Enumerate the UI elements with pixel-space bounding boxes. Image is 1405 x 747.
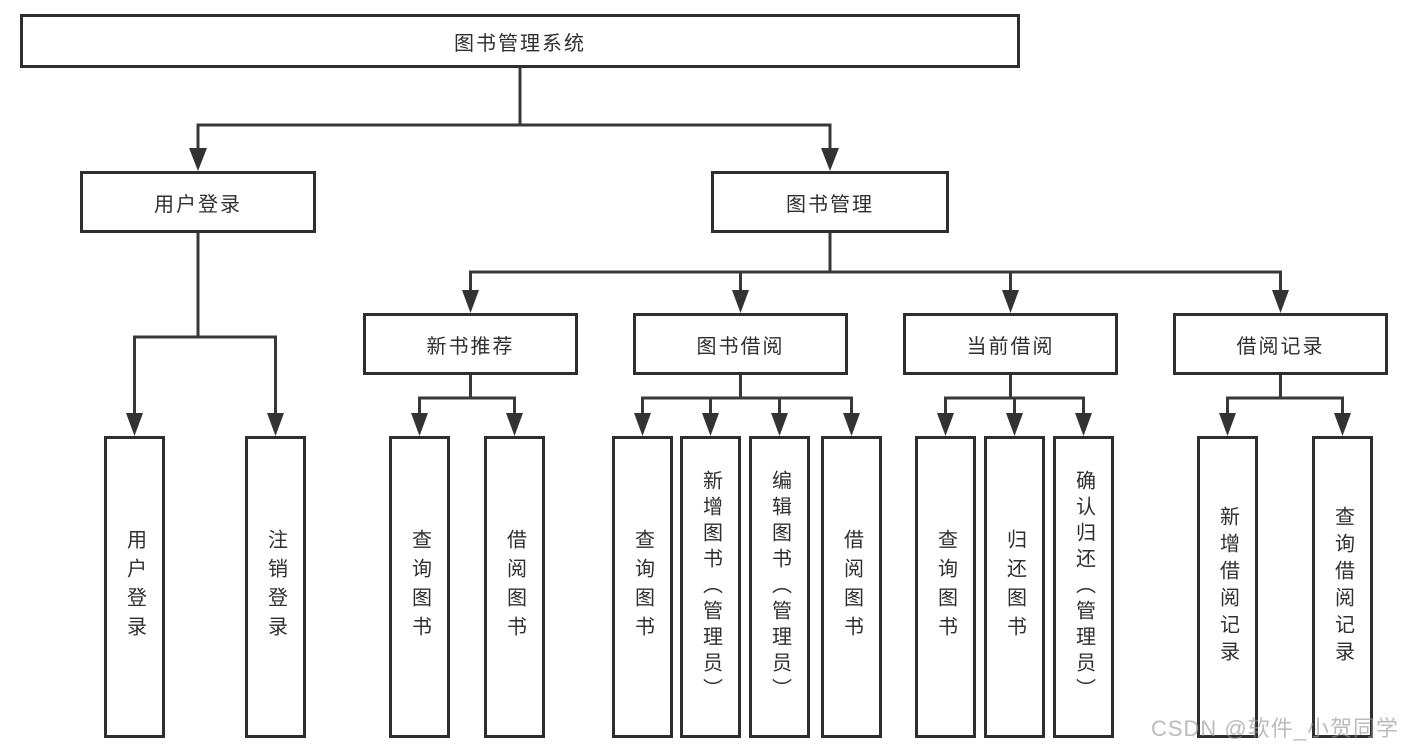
- csdn-watermark: CSDN @软件_小贺同学: [1150, 716, 1399, 741]
- node-leaf-query-book-3: 查询图书: [915, 436, 976, 738]
- node-root-system: 图书管理系统: [20, 14, 1020, 68]
- node-user-login: 用户登录: [80, 171, 316, 233]
- leaf-label: 新增图书（管理员）: [699, 470, 722, 704]
- node-leaf-query-borrow-record: 查询借阅记录: [1312, 436, 1373, 738]
- leaf-label: 查询借阅记录: [1331, 506, 1354, 668]
- node-leaf-query-book-2: 查询图书: [612, 436, 673, 738]
- node-leaf-borrow-book-1: 借阅图书: [484, 436, 545, 738]
- connector-root-to-level2: [189, 68, 839, 171]
- connector-newbook-to-leaves: [411, 375, 523, 436]
- node-book-borrow: 图书借阅: [633, 313, 848, 375]
- node-new-book-recommend: 新书推荐: [363, 313, 578, 375]
- leaf-label: 归还图书: [1003, 529, 1026, 645]
- leaf-label: 注销登录: [264, 529, 287, 645]
- node-leaf-add-borrow-record: 新增借阅记录: [1197, 436, 1258, 738]
- connector-userlogin-to-leaves: [126, 233, 284, 436]
- leaf-label: 借阅图书: [503, 529, 526, 645]
- leaf-label: 查询图书: [408, 529, 431, 645]
- node-leaf-borrow-book-2: 借阅图书: [821, 436, 882, 738]
- leaf-label: 查询图书: [934, 529, 957, 645]
- leaf-label: 确认归还（管理员）: [1072, 470, 1095, 704]
- node-leaf-query-book-1: 查询图书: [389, 436, 450, 738]
- connector-bookborrow-to-leaves: [634, 375, 860, 436]
- node-leaf-edit-book-admin: 编辑图书（管理员）: [749, 436, 810, 738]
- connector-currentborrow-to-leaves: [937, 375, 1092, 436]
- leaf-label: 编辑图书（管理员）: [768, 470, 791, 704]
- node-leaf-return-book: 归还图书: [984, 436, 1045, 738]
- leaf-label: 新增借阅记录: [1216, 506, 1239, 668]
- node-leaf-user-login: 用户登录: [104, 436, 165, 738]
- node-leaf-add-book-admin: 新增图书（管理员）: [680, 436, 741, 738]
- connector-bookmgmt-to-level3: [462, 233, 1289, 313]
- node-current-borrow: 当前借阅: [903, 313, 1118, 375]
- leaf-label: 用户登录: [123, 529, 146, 645]
- node-leaf-confirm-return-admin: 确认归还（管理员）: [1053, 436, 1114, 738]
- leaf-label: 查询图书: [631, 529, 654, 645]
- leaf-label: 借阅图书: [840, 529, 863, 645]
- node-borrow-record: 借阅记录: [1173, 313, 1388, 375]
- connector-borrowrecord-to-leaves: [1219, 375, 1351, 436]
- node-leaf-logout: 注销登录: [245, 436, 306, 738]
- node-book-management: 图书管理: [711, 171, 949, 233]
